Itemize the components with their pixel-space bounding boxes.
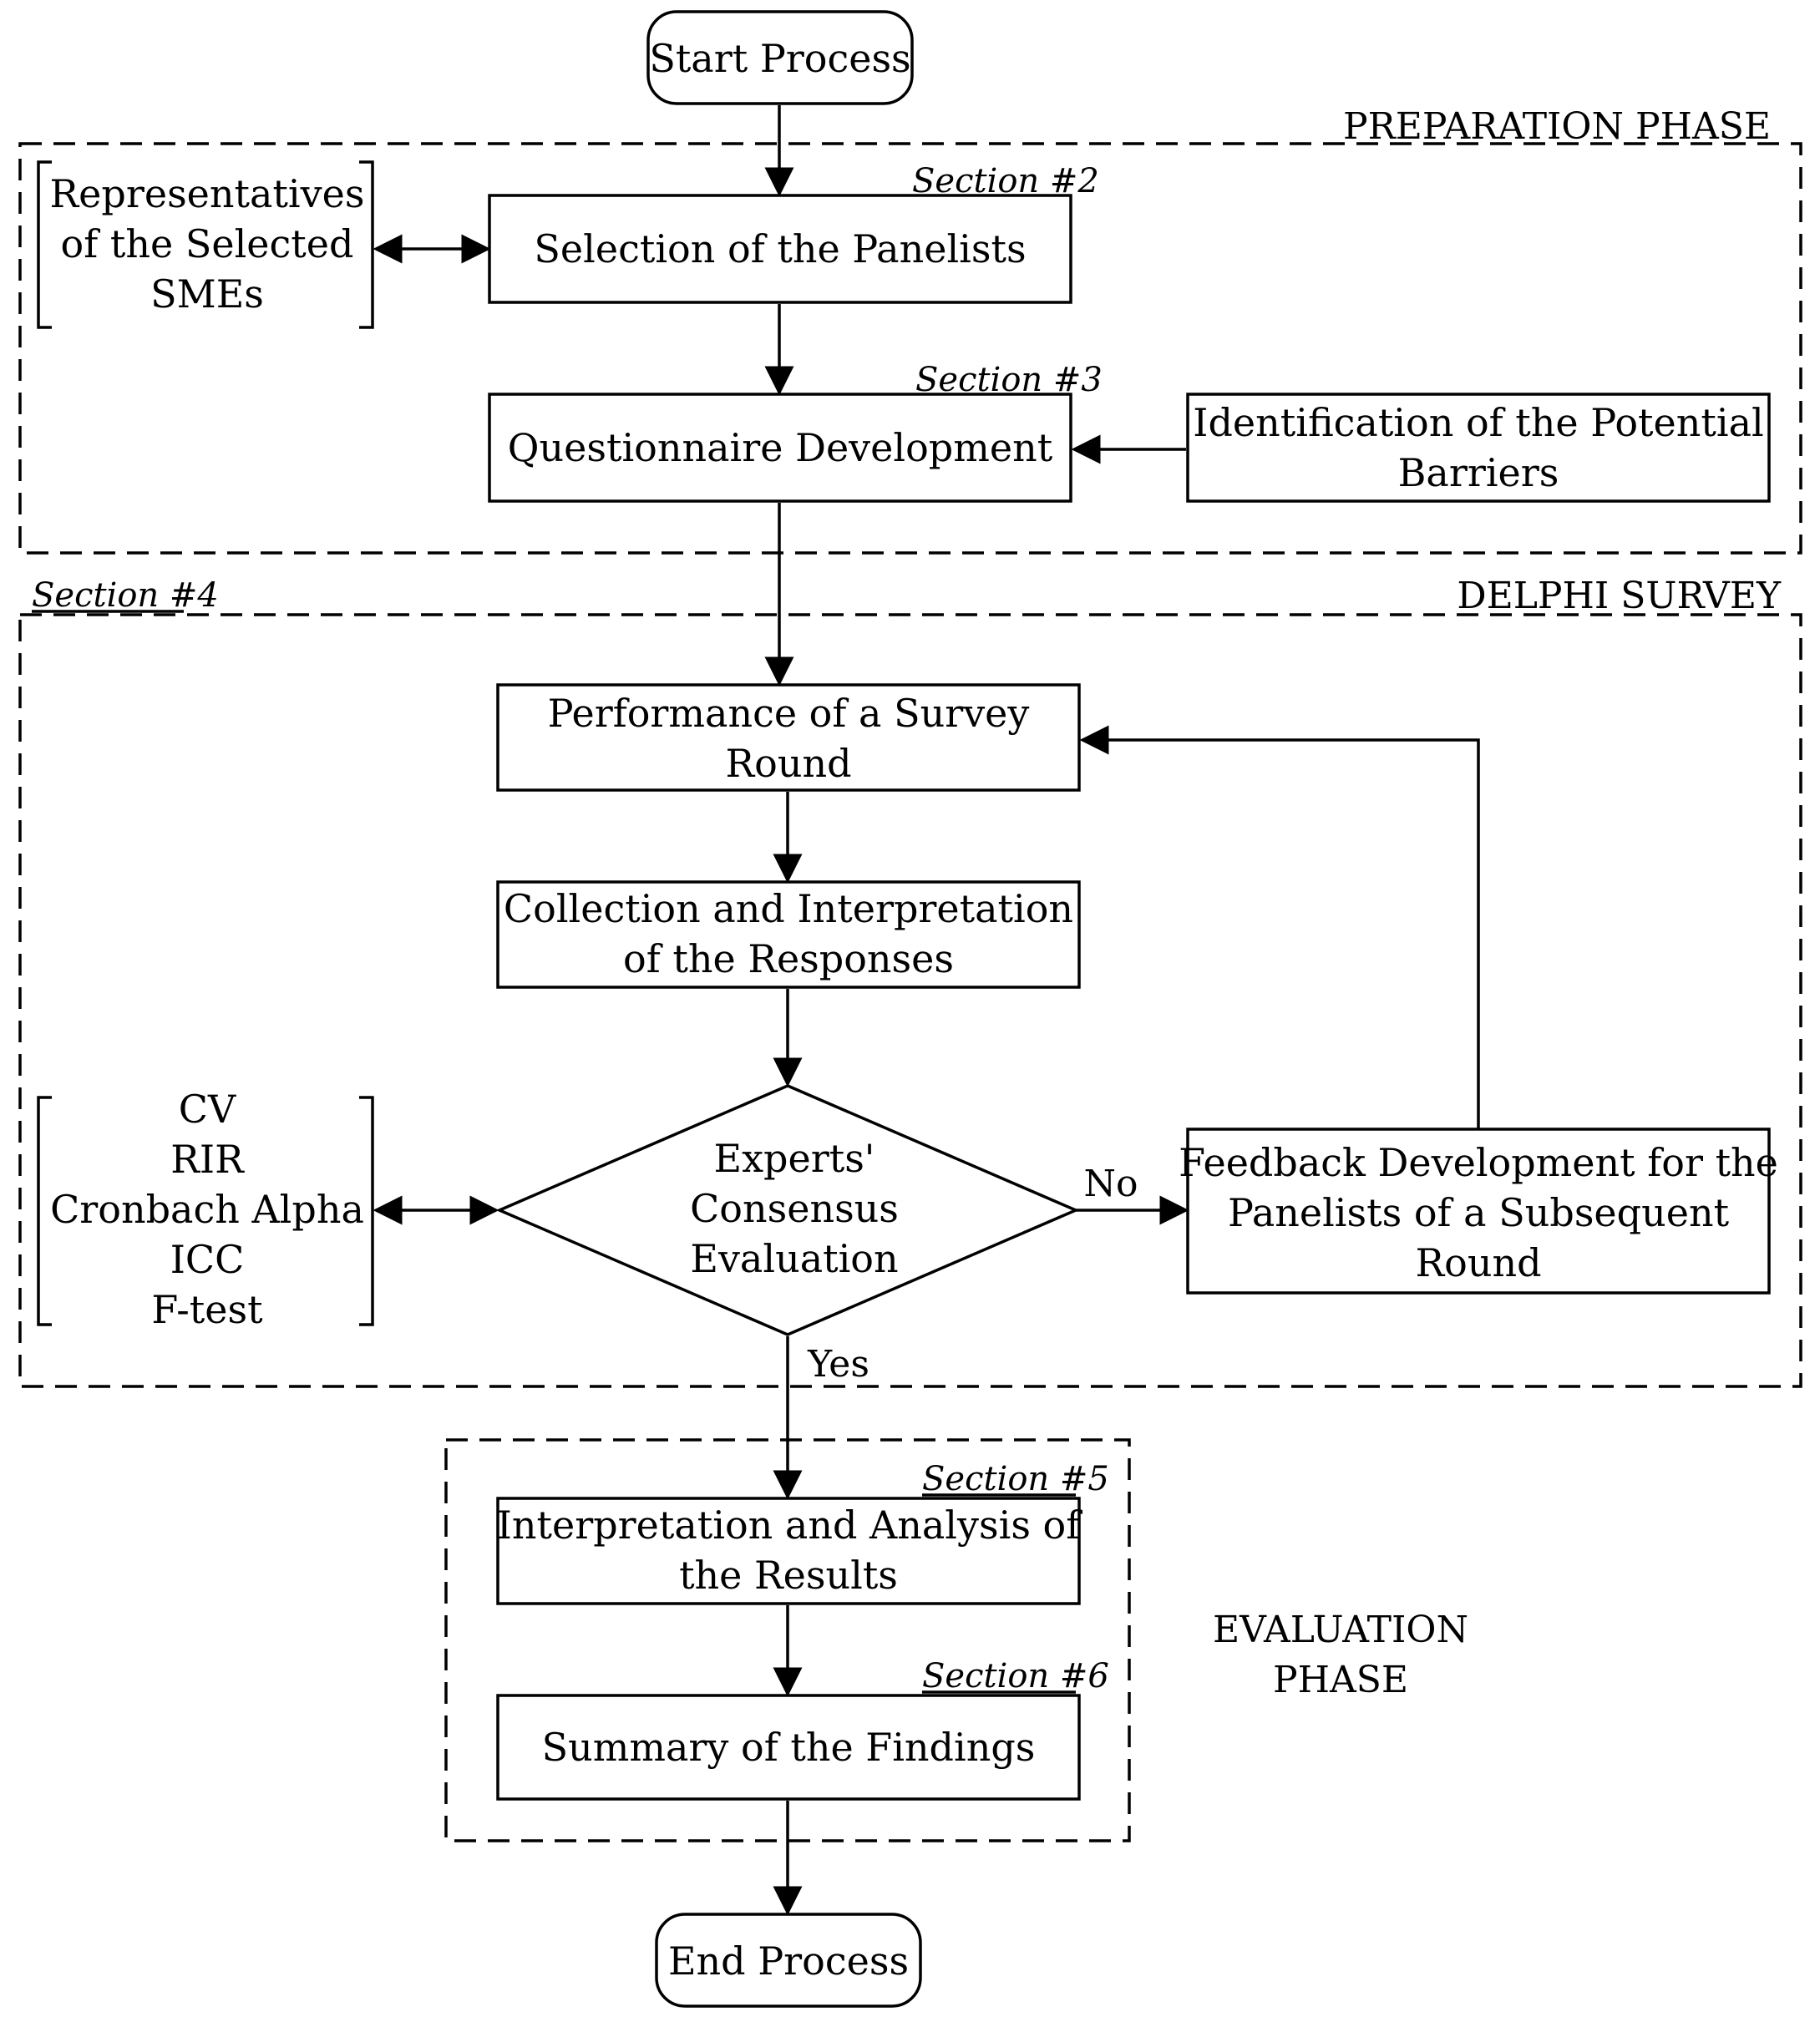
selection-of-panelists-label: Selection of the Panelists: [534, 226, 1026, 271]
performance-line2: Round: [725, 741, 851, 786]
metric-icc: ICC: [170, 1237, 245, 1282]
evaluation-phase-label-line2: PHASE: [1273, 1659, 1408, 1701]
identification-line1: Identification of the Potential: [1193, 400, 1763, 445]
metric-rir: RIR: [170, 1137, 245, 1182]
collection-and-interpretation-box: [496, 880, 1081, 989]
consensus-line2: Consensus: [690, 1186, 899, 1231]
end-terminal-label: End Process: [668, 1938, 909, 1984]
consensus-line3: Evaluation: [690, 1236, 898, 1281]
metric-cv: CV: [179, 1087, 236, 1132]
questionnaire-development-label: Questionnaire Development: [508, 425, 1053, 470]
metric-cronbach-alpha: Cronbach Alpha: [50, 1187, 364, 1232]
feedback-development-box: [1186, 1128, 1771, 1295]
start-terminal: [646, 10, 914, 105]
feedback-line2: Panelists of a Subsequent: [1228, 1190, 1730, 1235]
summary-of-findings-label: Summary of the Findings: [542, 1725, 1036, 1770]
preparation-phase-label: PREPARATION PHASE: [1343, 105, 1771, 148]
consensus-line1: Experts': [714, 1136, 875, 1181]
experts-consensus-decision: [495, 1084, 1080, 1336]
metrics-bracket-right: [359, 1096, 374, 1326]
questionnaire-development-box: [488, 393, 1072, 503]
edge-label-no: No: [1084, 1163, 1138, 1205]
performance-line1: Performance of a Survey: [548, 691, 1030, 736]
interpretation-line1: Interpretation and Analysis of: [497, 1503, 1083, 1548]
selection-of-panelists-box: [488, 194, 1072, 304]
representatives-line3: SMEs: [150, 271, 264, 317]
edge-label-yes: Yes: [807, 1343, 869, 1386]
end-terminal: [655, 1913, 922, 2008]
metrics-bracket-left: [37, 1096, 52, 1326]
preparation-phase-region: [18, 142, 1802, 555]
summary-of-findings-box: [496, 1694, 1081, 1801]
delphi-survey-label: DELPHI SURVEY: [1457, 575, 1782, 617]
feedback-line3: Round: [1415, 1240, 1541, 1285]
identification-line2: Barriers: [1398, 450, 1559, 495]
section-4-label: Section #4: [32, 576, 219, 615]
feedback-line1: Feedback Development for the: [1179, 1140, 1778, 1185]
section-5-label: Section #5: [922, 1460, 1109, 1498]
representatives-bracket-left: [37, 160, 52, 329]
representatives-line1: Representatives: [50, 171, 365, 216]
section-6-label: Section #6: [922, 1657, 1109, 1695]
arrow-feedback-to-performance: [1079, 725, 1480, 1129]
collection-line2: of the Responses: [623, 936, 954, 981]
representatives-bracket-right: [359, 160, 374, 329]
representatives-line2: of the Selected: [61, 221, 354, 266]
start-terminal-label: Start Process: [649, 36, 910, 81]
evaluation-phase-label-line1: EVALUATION: [1213, 1609, 1468, 1651]
interpretation-and-analysis-box: [496, 1497, 1081, 1605]
collection-line1: Collection and Interpretation: [504, 886, 1073, 931]
identification-of-barriers-box: [1186, 393, 1771, 503]
interpretation-line2: the Results: [679, 1553, 898, 1598]
performance-of-survey-round-box: [496, 683, 1081, 792]
delphi-survey-region: [18, 613, 1802, 1388]
metric-f-test: F-test: [151, 1287, 263, 1332]
